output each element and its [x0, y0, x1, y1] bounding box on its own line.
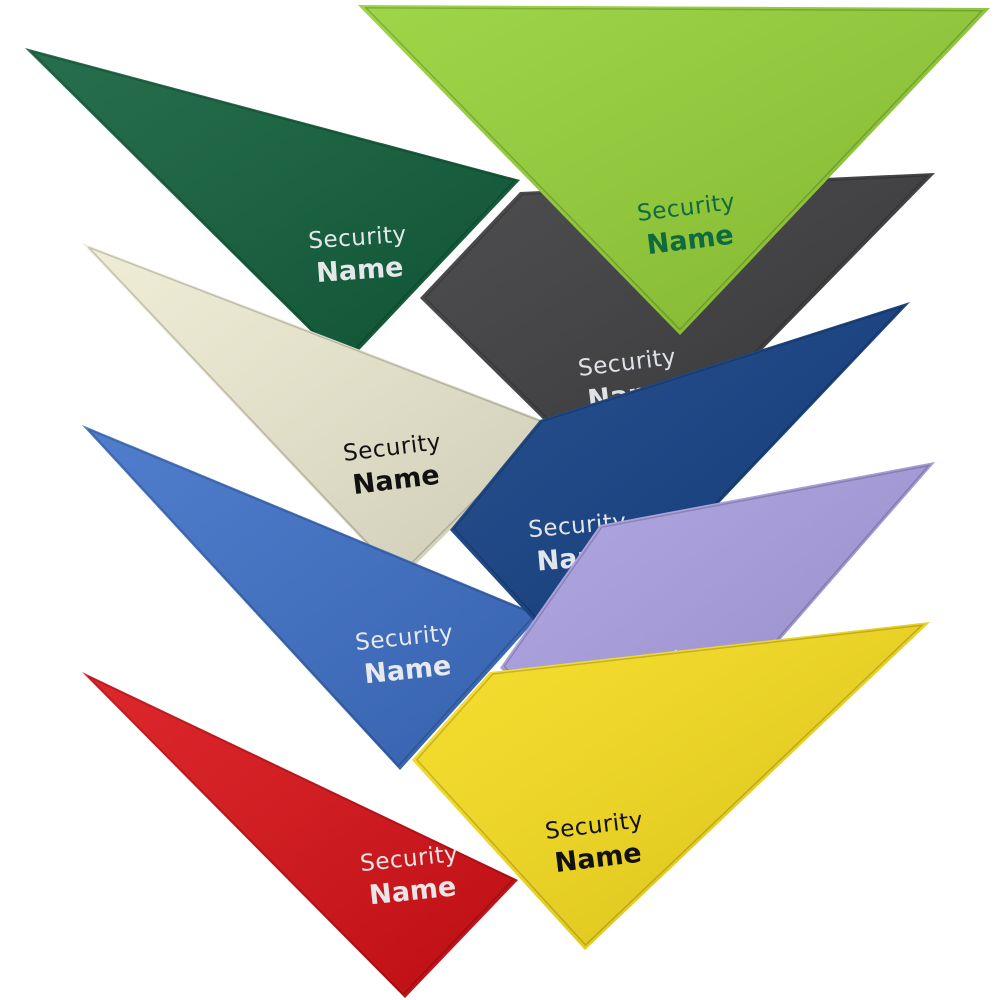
bandana-shading [450, 302, 910, 660]
bandana-shading [82, 672, 518, 998]
bandana-hem [453, 305, 904, 657]
bandana-shading [82, 425, 540, 770]
bandana-hem [87, 675, 515, 996]
bandana-hem [415, 624, 924, 947]
bandana-shading [358, 5, 990, 335]
bandana-hem [87, 428, 537, 767]
embroidery-line-2: Name [315, 252, 404, 289]
bandana-hem [29, 50, 516, 362]
bandana-hem [88, 246, 552, 577]
bandana-hem [364, 7, 984, 331]
bandana-shading [25, 48, 520, 365]
bandana-shading [82, 243, 555, 580]
bandana-shading [412, 622, 930, 950]
bandana-shading [420, 173, 935, 495]
